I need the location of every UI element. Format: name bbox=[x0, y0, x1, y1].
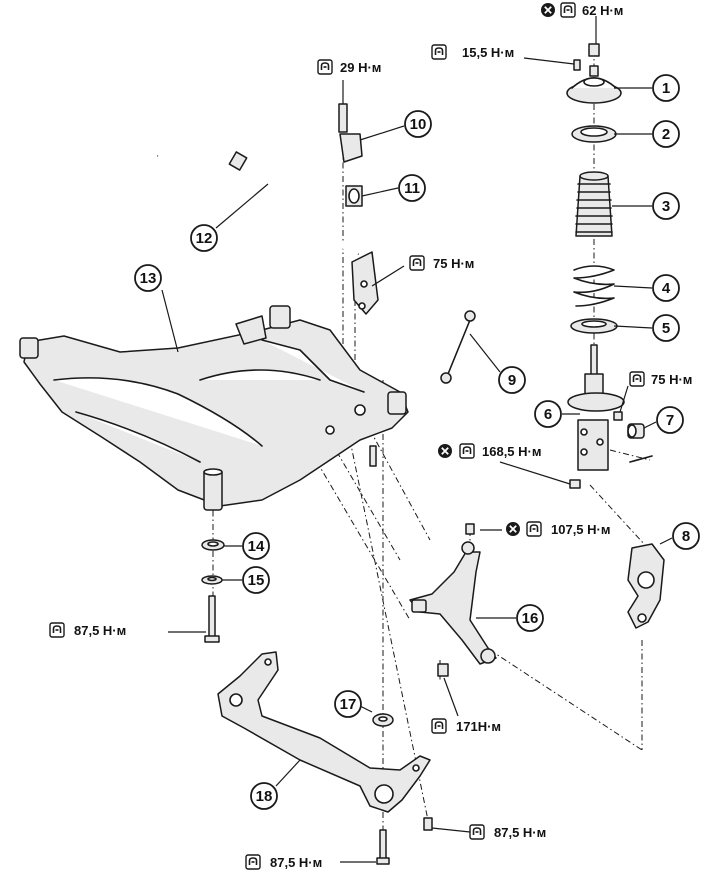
svg-text:8: 8 bbox=[682, 528, 690, 545]
svg-text:15: 15 bbox=[248, 572, 265, 589]
spring-seat bbox=[570, 318, 618, 334]
svg-text:107,5 Н·м: 107,5 Н·м bbox=[551, 522, 610, 537]
torque-wrench-icon bbox=[459, 443, 475, 459]
torque-member-bolt-bottom: 87,5 Н·м bbox=[245, 854, 322, 870]
steering-knuckle bbox=[627, 543, 665, 629]
subframe-washer bbox=[201, 575, 223, 585]
lower-arm-bolt bbox=[437, 663, 449, 677]
torque-strut-top-nut: 62 Н·м bbox=[540, 2, 623, 18]
strut-mount bbox=[566, 65, 622, 104]
callout-7: 7 bbox=[656, 406, 684, 434]
stabilizer-bar bbox=[157, 147, 360, 257]
callout-9: 9 bbox=[498, 366, 526, 394]
svg-text:171Н·м: 171Н·м bbox=[456, 719, 501, 734]
lower-control-arm bbox=[409, 523, 497, 665]
subframe-mount-bolt bbox=[204, 595, 220, 643]
coil-spring bbox=[573, 265, 615, 307]
svg-text:13: 13 bbox=[140, 270, 157, 287]
svg-text:168,5 Н·м: 168,5 Н·м bbox=[482, 444, 541, 459]
callout-15: 15 bbox=[242, 566, 270, 594]
svg-text:12: 12 bbox=[196, 230, 213, 247]
callout-18: 18 bbox=[250, 782, 278, 810]
svg-text:10: 10 bbox=[410, 116, 427, 133]
svg-text:14: 14 bbox=[248, 538, 265, 555]
svg-text:87,5 Н·м: 87,5 Н·м bbox=[494, 825, 546, 840]
callout-3: 3 bbox=[652, 192, 680, 220]
torque-balljoint-nut: 107,5 Н·м bbox=[505, 521, 610, 537]
do-not-reuse-icon bbox=[540, 2, 556, 18]
svg-text:2: 2 bbox=[662, 126, 670, 143]
torque-wrench-icon bbox=[560, 2, 576, 18]
callout-6: 6 bbox=[534, 400, 562, 428]
do-not-reuse-icon bbox=[505, 521, 521, 537]
torque-wrench-icon bbox=[431, 44, 447, 60]
strut-body bbox=[567, 344, 625, 471]
torque-wrench-icon bbox=[49, 622, 65, 638]
front-cross-member bbox=[217, 651, 431, 813]
leader-lines bbox=[161, 16, 673, 863]
torque-wrench-icon bbox=[245, 854, 261, 870]
svg-text:3: 3 bbox=[662, 198, 670, 215]
callout-8: 8 bbox=[672, 522, 700, 550]
stabilizer-bracket bbox=[338, 103, 363, 207]
strut-top-nut bbox=[588, 43, 600, 57]
callout-5: 5 bbox=[652, 314, 680, 342]
svg-text:29 Н·м: 29 Н·м bbox=[340, 60, 381, 75]
svg-text:6: 6 bbox=[544, 406, 552, 423]
strut-assembly bbox=[566, 43, 653, 489]
svg-text:17: 17 bbox=[340, 696, 357, 713]
svg-text:15,5 Н·м: 15,5 Н·м bbox=[462, 45, 514, 60]
svg-text:5: 5 bbox=[662, 320, 670, 337]
svg-text:16: 16 bbox=[522, 610, 539, 627]
mount-bolt bbox=[573, 59, 581, 71]
subframe-bolt bbox=[369, 445, 377, 467]
callout-11: 11 bbox=[398, 174, 426, 202]
torque-member-bolt-left: 87,5 Н·м bbox=[49, 622, 126, 638]
callout-4: 4 bbox=[652, 274, 680, 302]
torque-stabilizer-bracket: 29 Н·м bbox=[317, 59, 381, 75]
torque-strut-knuckle: 168,5 Н·м bbox=[437, 443, 541, 459]
svg-text:87,5 Н·м: 87,5 Н·м bbox=[74, 623, 126, 638]
svg-text:75 Н·м: 75 Н·м bbox=[433, 256, 474, 271]
torque-wrench-icon bbox=[409, 255, 425, 271]
callout-2: 2 bbox=[652, 120, 680, 148]
svg-text:4: 4 bbox=[662, 280, 671, 297]
torque-link-upper: 75 Н·м bbox=[409, 255, 474, 271]
torque-wrench-icon bbox=[431, 718, 447, 734]
callout-14: 14 bbox=[242, 532, 270, 560]
svg-text:18: 18 bbox=[256, 788, 273, 805]
front-subframe bbox=[19, 305, 409, 511]
do-not-reuse-icon bbox=[437, 443, 453, 459]
svg-text:75 Н·м: 75 Н·м bbox=[651, 372, 692, 387]
torque-wrench-icon bbox=[629, 371, 645, 387]
callout-17: 17 bbox=[334, 690, 362, 718]
callout-12: 12 bbox=[190, 224, 218, 252]
subframe-bushing bbox=[201, 539, 225, 551]
strut-bearing bbox=[571, 125, 617, 143]
callout-13: 13 bbox=[134, 264, 162, 292]
svg-text:7: 7 bbox=[666, 412, 674, 429]
svg-text:9: 9 bbox=[508, 372, 516, 389]
member-washer bbox=[372, 713, 394, 727]
callout-1: 1 bbox=[652, 74, 680, 102]
torque-wrench-icon bbox=[469, 824, 485, 840]
svg-text:1: 1 bbox=[662, 80, 670, 97]
dust-boot bbox=[575, 171, 613, 237]
torque-link-lower: 75 Н·м bbox=[629, 371, 692, 387]
torque-wrench-icon bbox=[317, 59, 333, 75]
stabilizer-end bbox=[351, 251, 379, 315]
torque-member-bolt-right: 87,5 Н·м bbox=[469, 824, 546, 840]
callout-10: 10 bbox=[404, 110, 432, 138]
torque-wrench-icon bbox=[526, 521, 542, 537]
torque-mount-bolt: 15,5 Н·м bbox=[431, 44, 514, 60]
svg-text:11: 11 bbox=[404, 180, 420, 197]
torque-arm-bolt: 171Н·м bbox=[431, 718, 501, 734]
stabilizer-link bbox=[440, 310, 476, 384]
callout-16: 16 bbox=[516, 604, 544, 632]
svg-text:87,5 Н·м: 87,5 Н·м bbox=[270, 855, 322, 870]
svg-text:62 Н·м: 62 Н·м bbox=[582, 3, 623, 18]
member-bolts bbox=[376, 817, 433, 865]
strut-bushing bbox=[627, 423, 645, 439]
